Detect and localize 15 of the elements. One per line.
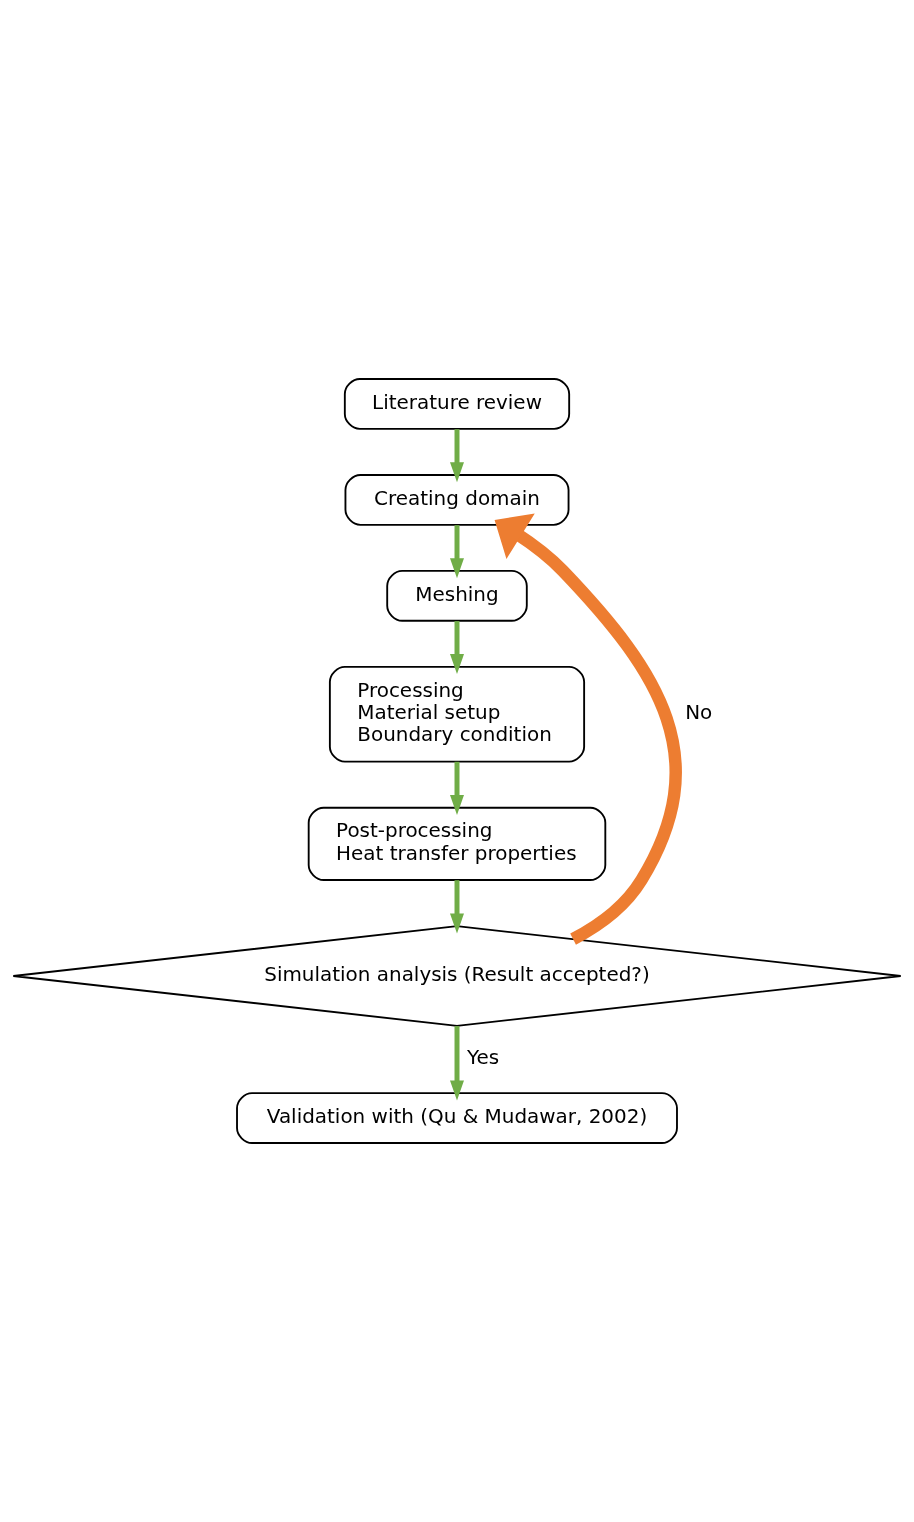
arrow [450, 880, 464, 934]
arrow [450, 525, 464, 579]
node-box: Post-processing Heat transfer properties [307, 806, 607, 881]
node-diamond: Simulation analysis (Result accepted?) [12, 925, 902, 1027]
arrow [450, 761, 464, 815]
arrow [450, 429, 464, 483]
edge-label: Yes [467, 1045, 500, 1070]
arrow [450, 621, 464, 675]
edge-label: No [685, 700, 713, 724]
node-box: Meshing [386, 570, 528, 622]
node-box: Processing Material setup Boundary condition [328, 665, 586, 763]
node-box: Validation with (Qu & Mudawar, 2002) [236, 1092, 678, 1144]
arrow [450, 1026, 464, 1101]
node-box: Literature review [343, 378, 571, 430]
node-box: Creating domain [344, 474, 570, 526]
